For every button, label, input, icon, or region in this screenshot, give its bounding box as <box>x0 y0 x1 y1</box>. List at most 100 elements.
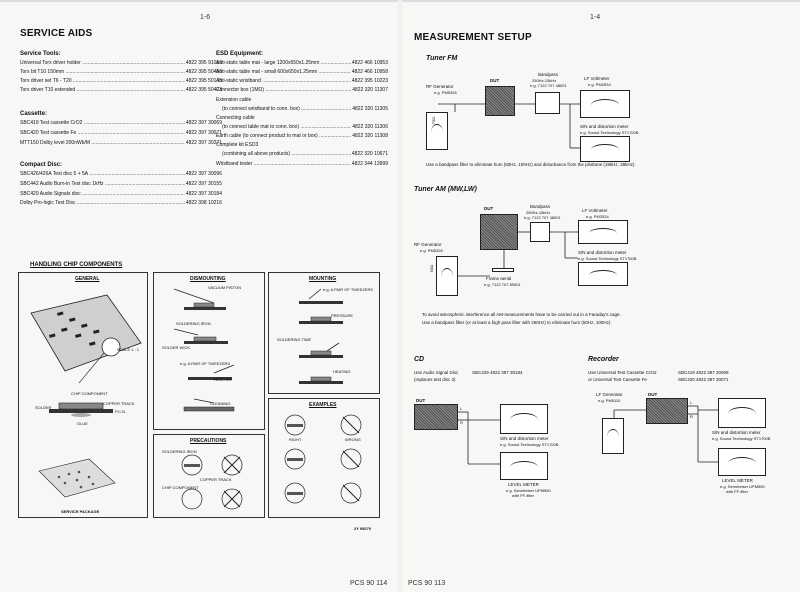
pcb-illustration <box>30 294 142 498</box>
examples-illustration <box>284 414 362 504</box>
cd-level-meter-label: LEVEL METER <box>508 482 539 487</box>
list-item: Connector box (1MΩ)4822 320 11307 <box>216 87 388 93</box>
prec-copper-label: COPPER TRACK <box>200 477 232 482</box>
cd-l-label: L <box>460 406 463 411</box>
frame-aerial-model: e.g. 7122 707 89001 <box>484 282 521 287</box>
recorder-level-meter-model: e.g. Sennheiser UPM550 <box>720 484 765 489</box>
recorder-level-meter-filter: with FF-filter <box>726 489 748 494</box>
recorder-r-label: R <box>690 414 693 419</box>
am-bandpass-label: Bandpass <box>530 204 551 209</box>
precautions-illustration <box>181 454 243 510</box>
cd-sn-meter-device <box>500 404 548 434</box>
recorder-code-2: SBC420 4822 397 30071 <box>678 377 729 382</box>
recorder-l-label: L <box>690 400 693 405</box>
reference-code: 2Y 95070 <box>354 526 372 531</box>
wrong-label: WRONG <box>345 437 361 442</box>
dismounting-heading: DISMOUNTING <box>190 276 226 282</box>
list-item: Torx bit T10 150mm4822 395 50456 <box>20 69 222 75</box>
frame-aerial-device <box>492 268 514 272</box>
am-lf-voltmeter-device <box>578 220 628 244</box>
examples-panel: EXAMPLES RIGHT WRONG <box>268 398 380 518</box>
lf-generator-label: LF Generator <box>596 392 623 397</box>
right-label: RIGHT <box>289 437 302 442</box>
scale-label: SCALE 1 : 1 <box>117 347 140 352</box>
recorder-dut-device <box>646 398 688 424</box>
mounting-panel: MOUNTING e.g. A PAIR OF TWEEZERS PRESSUR… <box>268 272 380 394</box>
right-page: 1-4 MEASUREMENT SETUP Tuner FM RF Genera… <box>400 0 800 592</box>
vacuum-piston-label: VACUUM PISTON <box>208 285 241 290</box>
recorder-use-1: Use Universal Test Cassette CrO2 <box>588 370 657 375</box>
cd-heading: CD <box>414 356 425 363</box>
chip-component-label: CHIP COMPONENT <box>71 391 108 396</box>
solder-label: SOLDER <box>35 405 52 410</box>
fm-dut-device <box>485 86 515 116</box>
list-item: MTT150 Dolby level 200nWb/M4822 397 3027… <box>20 140 222 146</box>
examples-heading: EXAMPLES <box>309 402 337 408</box>
cd-replaces: (replaces test disc 3) <box>414 377 456 382</box>
cd-sn-meter-label: S/N and distortion meter <box>500 436 549 441</box>
lf-generator-model: e.g. PM5110 <box>598 398 621 403</box>
list-item: Dolby Pro-logic Test Disc4822 398 10216 <box>20 200 222 206</box>
cd-level-meter-filter: with FF-filter <box>512 493 534 498</box>
list-item: SBC420 Test cassette Fe4822 397 30071 <box>20 130 222 136</box>
tuner-am-heading: Tuner AM (MW,LW) <box>414 186 477 193</box>
list-item: SBC426/426A Test disc 5 + 5A4822 397 300… <box>20 171 222 177</box>
recorder-level-meter-device <box>718 448 766 476</box>
fm-ohm-label: 75Ω <box>431 116 437 125</box>
fm-bandpass-range: 250Hz-15kHz <box>532 78 557 83</box>
recorder-code-1: SBC419 4822 397 30069 <box>678 370 729 375</box>
soldering-time-label: SOLDERING TIME <box>277 337 312 342</box>
fm-bandpass-device <box>535 92 560 114</box>
page-footer: PCS 90 113 <box>408 580 446 587</box>
am-bandpass-device <box>530 222 550 242</box>
am-sn-meter-device <box>578 262 628 286</box>
am-rf-generator-label: RF Generator <box>414 242 442 247</box>
am-bandpass-range: 250Hz-15kHz <box>526 210 551 215</box>
extension-cable-label: Extension cable <box>216 97 252 103</box>
fm-rf-generator-device <box>426 112 448 150</box>
recorder-level-meter-label: LEVEL METER <box>722 478 753 483</box>
esd-heading: ESD Equipment: <box>216 51 264 57</box>
cd-r-label: R <box>460 420 463 425</box>
fm-sn-meter-model: e.g. Sound Technology ST1700B <box>580 130 639 135</box>
service-tools-heading: Service Tools: <box>20 51 61 57</box>
fm-bandpass-model: e.g. 7122 707 48001 <box>530 83 567 88</box>
am-sn-meter-model: e.g. Sound Technology ST1700B <box>578 256 637 261</box>
page-gutter <box>398 0 402 592</box>
heating-label: HEATING <box>214 377 232 382</box>
list-item: Universal Torx driver holder4822 395 910… <box>20 60 222 66</box>
am-lf-voltmeter-model: e.g. PM2534 <box>586 214 609 219</box>
precautions-panel: PRECAUTIONS SOLDERING IRON COPPER TRACK … <box>153 434 265 518</box>
cd-dut-device <box>414 404 458 430</box>
general-panel: GENERAL SCALE 1 : 1 CHIP COMPONENT S <box>18 272 148 518</box>
cd-use-audio: Use Audio Signal Disc <box>414 370 459 375</box>
list-item: Anti-static wristband4822 395 10223 <box>216 78 388 84</box>
dismounting-illustration <box>173 288 235 412</box>
cd-sn-meter-model: e.g. Sound Technology ST1700B <box>500 442 559 447</box>
fm-rf-generator-label: RF Generator <box>426 84 454 89</box>
page-number: 1-6 <box>200 14 211 21</box>
fm-dut-label: DUT <box>490 78 500 83</box>
page-number: 1-4 <box>590 14 601 21</box>
prec-iron-label: SOLDERING IRON <box>162 449 197 454</box>
am-dut-device <box>480 214 518 250</box>
am-lf-voltmeter-label: LF Voltmeter <box>582 208 608 213</box>
cassette-heading: Cassette: <box>20 111 48 117</box>
tuner-fm-heading: Tuner FM <box>426 55 458 62</box>
cleaning-label: CLEANING <box>210 401 231 406</box>
soldering-iron-label: SOLDERING IRON <box>176 321 211 326</box>
cd-disc-code: SBC429 4822 397 30184 <box>472 370 523 375</box>
list-item: (to connect table mat to conn. box)4822 … <box>216 124 388 130</box>
pressure-label: PRESSURE <box>331 313 354 318</box>
copper-track-label: COPPER TRACK <box>103 401 135 406</box>
recorder-sn-meter-device <box>718 398 766 428</box>
left-page: 1-6 SERVICE AIDS Service Tools: Universa… <box>0 0 400 592</box>
service-package-label: SERVICE PACKAGE <box>61 509 100 514</box>
am-dut-label: DUT <box>484 206 494 211</box>
fm-rf-generator-model: e.g. PM5326 <box>434 90 457 95</box>
recorder-sn-meter-model: e.g. Sound Technology ST1700B <box>712 436 771 441</box>
solder-wick-label: SOLDER WICK <box>162 345 191 350</box>
fm-lf-voltmeter-label: LF Voltmeter <box>584 76 610 81</box>
am-ohm-label: 50Ω <box>429 264 435 273</box>
list-item: (to connect wristband to conn. box)4822 … <box>216 106 388 112</box>
